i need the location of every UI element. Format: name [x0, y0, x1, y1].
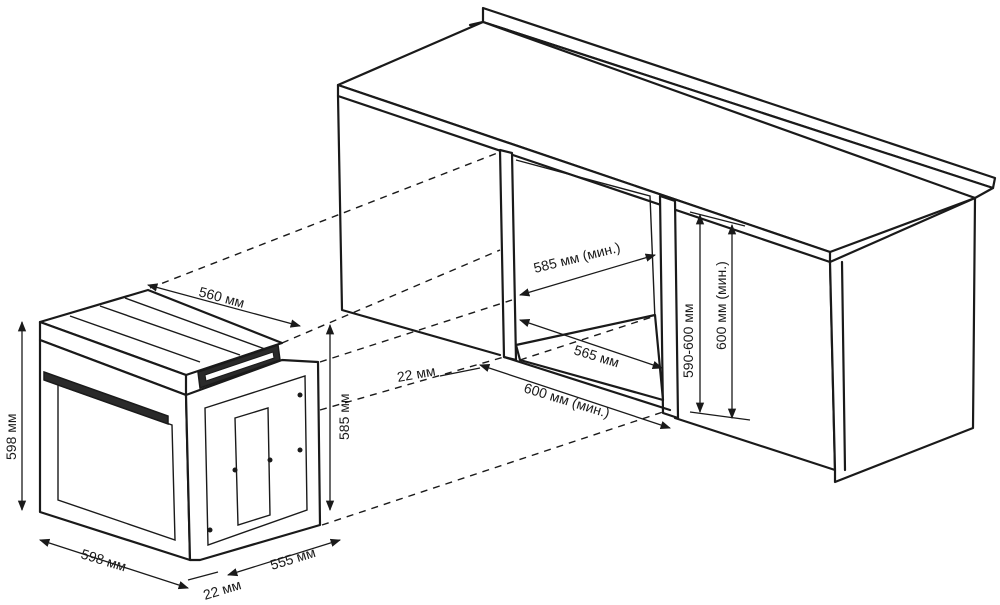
dim-extension	[689, 211, 746, 227]
cabinet-side-edge	[840, 260, 847, 472]
dim-niche-height-line	[519, 253, 656, 297]
cabinet-top	[336, 20, 977, 254]
label-oven-height: 598 мм	[3, 414, 19, 461]
cabinet-front-right	[673, 260, 837, 472]
dim-niche-gap-line	[439, 367, 481, 377]
dim-niche-depth-line	[519, 319, 663, 369]
oven-screw	[267, 457, 273, 463]
oven-screw	[232, 467, 238, 473]
niche-right-wall	[658, 194, 680, 420]
dim-top-depth-line	[146, 283, 302, 328]
oven-top-line	[99, 305, 241, 356]
oven-vent-slot	[204, 351, 275, 382]
kitchen-cabinet	[336, 6, 997, 484]
dim-extension	[689, 411, 751, 421]
dim-front-thickness-line	[187, 571, 219, 581]
niche-left-wall	[498, 148, 518, 362]
oven-screw	[297, 392, 303, 398]
cabinet-side	[828, 196, 977, 484]
dimension-lines	[17, 211, 751, 590]
oven-screw	[297, 447, 303, 453]
label-niche-height-min: 600 мм (мин.)	[713, 261, 729, 350]
oven-handle	[43, 370, 169, 426]
label-niche-gap: 22 мм	[396, 362, 437, 384]
oven-side	[184, 358, 322, 562]
label-niche-inner-height: 585 мм (мин.)	[532, 239, 622, 276]
dim-niche-width-line	[479, 363, 671, 430]
label-oven-width: 598 мм	[79, 546, 128, 575]
label-oven-depth: 555 мм	[268, 544, 317, 573]
built-in-oven	[38, 288, 322, 562]
oven-screw	[207, 527, 213, 533]
oven-side-recess	[234, 407, 271, 526]
label-niche-height-range: 590-600 мм	[680, 303, 696, 378]
oven-top-line	[69, 315, 201, 363]
dim-depth-line	[227, 538, 341, 577]
label-niche-width: 600 мм (мин.)	[522, 380, 612, 421]
dim-oven-width-line	[39, 538, 189, 590]
cabinet-front-left	[336, 94, 502, 357]
label-side-height: 585 мм	[336, 394, 352, 441]
label-front-thickness: 22 мм	[201, 576, 243, 603]
oven-side-panel	[204, 375, 308, 546]
label-top-depth: 560 мм	[197, 283, 246, 310]
